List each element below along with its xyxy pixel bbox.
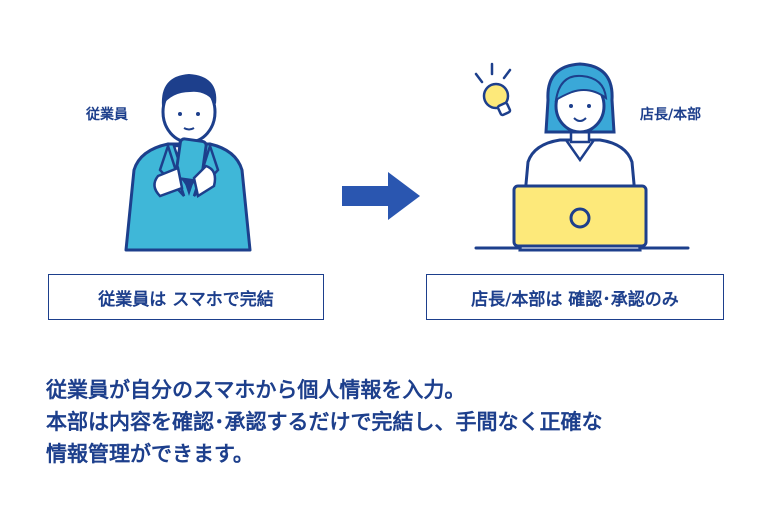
description-line-2: 本部は内容を確認･承認するだけで完結し、手間なく正確な xyxy=(46,410,603,434)
arrow-right-icon xyxy=(342,172,420,220)
employee-label: 従業員 xyxy=(86,107,128,123)
employee-caption: 従業員は スマホで完結 xyxy=(98,289,274,310)
employee-illustration xyxy=(124,74,252,252)
manager-caption: 店長/本部は 確認･承認のみ xyxy=(471,289,679,310)
manager-illustration xyxy=(474,62,690,252)
description-line-1: 従業員が自分のスマホから個人情報を入力。 xyxy=(46,378,466,402)
manager-label: 店長/本部 xyxy=(640,107,702,123)
description: 従業員が自分のスマホから個人情報を入力。 本部は内容を確認･承認するだけで完結し… xyxy=(46,374,746,470)
manager-caption-box: 店長/本部は 確認･承認のみ xyxy=(426,274,724,320)
description-line-3: 情報管理ができます。 xyxy=(46,442,254,466)
lightbulb-icon xyxy=(474,62,512,117)
employee-caption-box: 従業員は スマホで完結 xyxy=(48,274,324,320)
